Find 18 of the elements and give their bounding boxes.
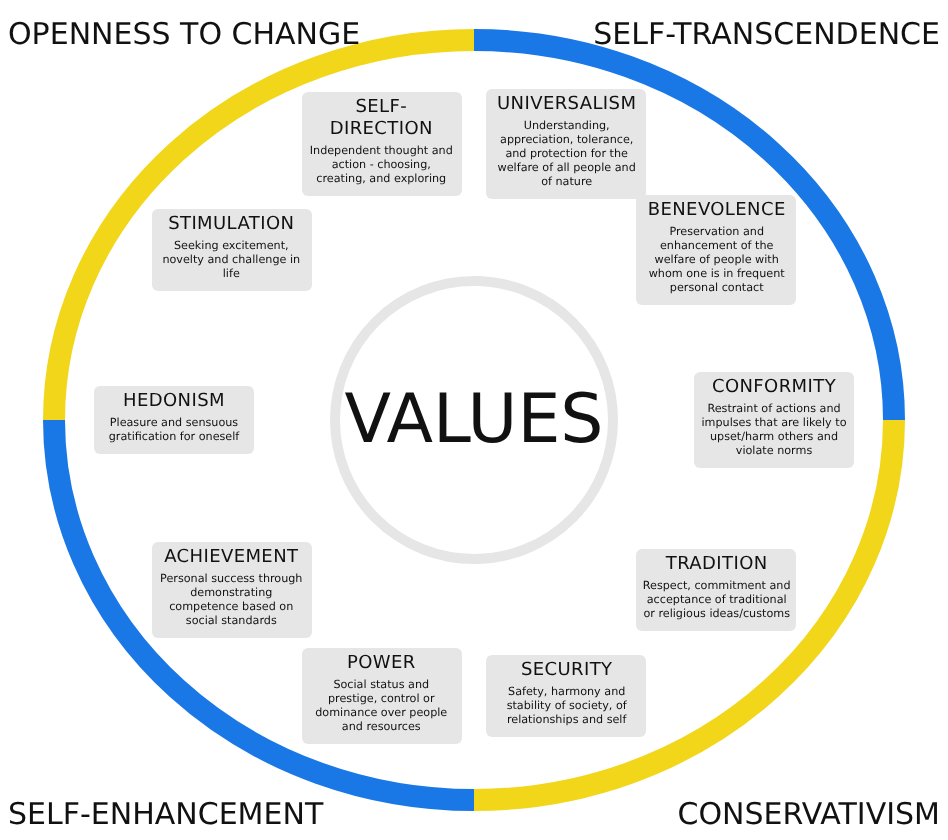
value-title: SELF-DIRECTION xyxy=(327,98,435,143)
value-title: BENEVOLENCE xyxy=(645,200,788,223)
value-card xyxy=(694,372,854,468)
category-label: OPENNESS TO CHANGE xyxy=(8,16,361,52)
center-circle xyxy=(330,276,618,564)
category-label: CONSERVATIVISM xyxy=(677,796,940,832)
center-label: VALUES xyxy=(344,384,604,456)
value-title: TRADITION xyxy=(663,555,770,578)
value-title: SECURITY xyxy=(518,660,615,683)
value-title: POWER xyxy=(344,653,418,676)
category-label: SELF-TRANSCENDENCE xyxy=(593,16,940,52)
category-label: SELF-ENHANCEMENT xyxy=(8,796,324,832)
value-title: HEDONISM xyxy=(121,392,227,414)
value-card xyxy=(94,386,254,454)
value-title: UNIVERSALISM xyxy=(495,95,639,118)
value-title: ACHIEVEMENT xyxy=(162,548,301,571)
value-title: CONFORMITY xyxy=(709,378,839,400)
value-title: STIMULATION xyxy=(166,214,297,237)
